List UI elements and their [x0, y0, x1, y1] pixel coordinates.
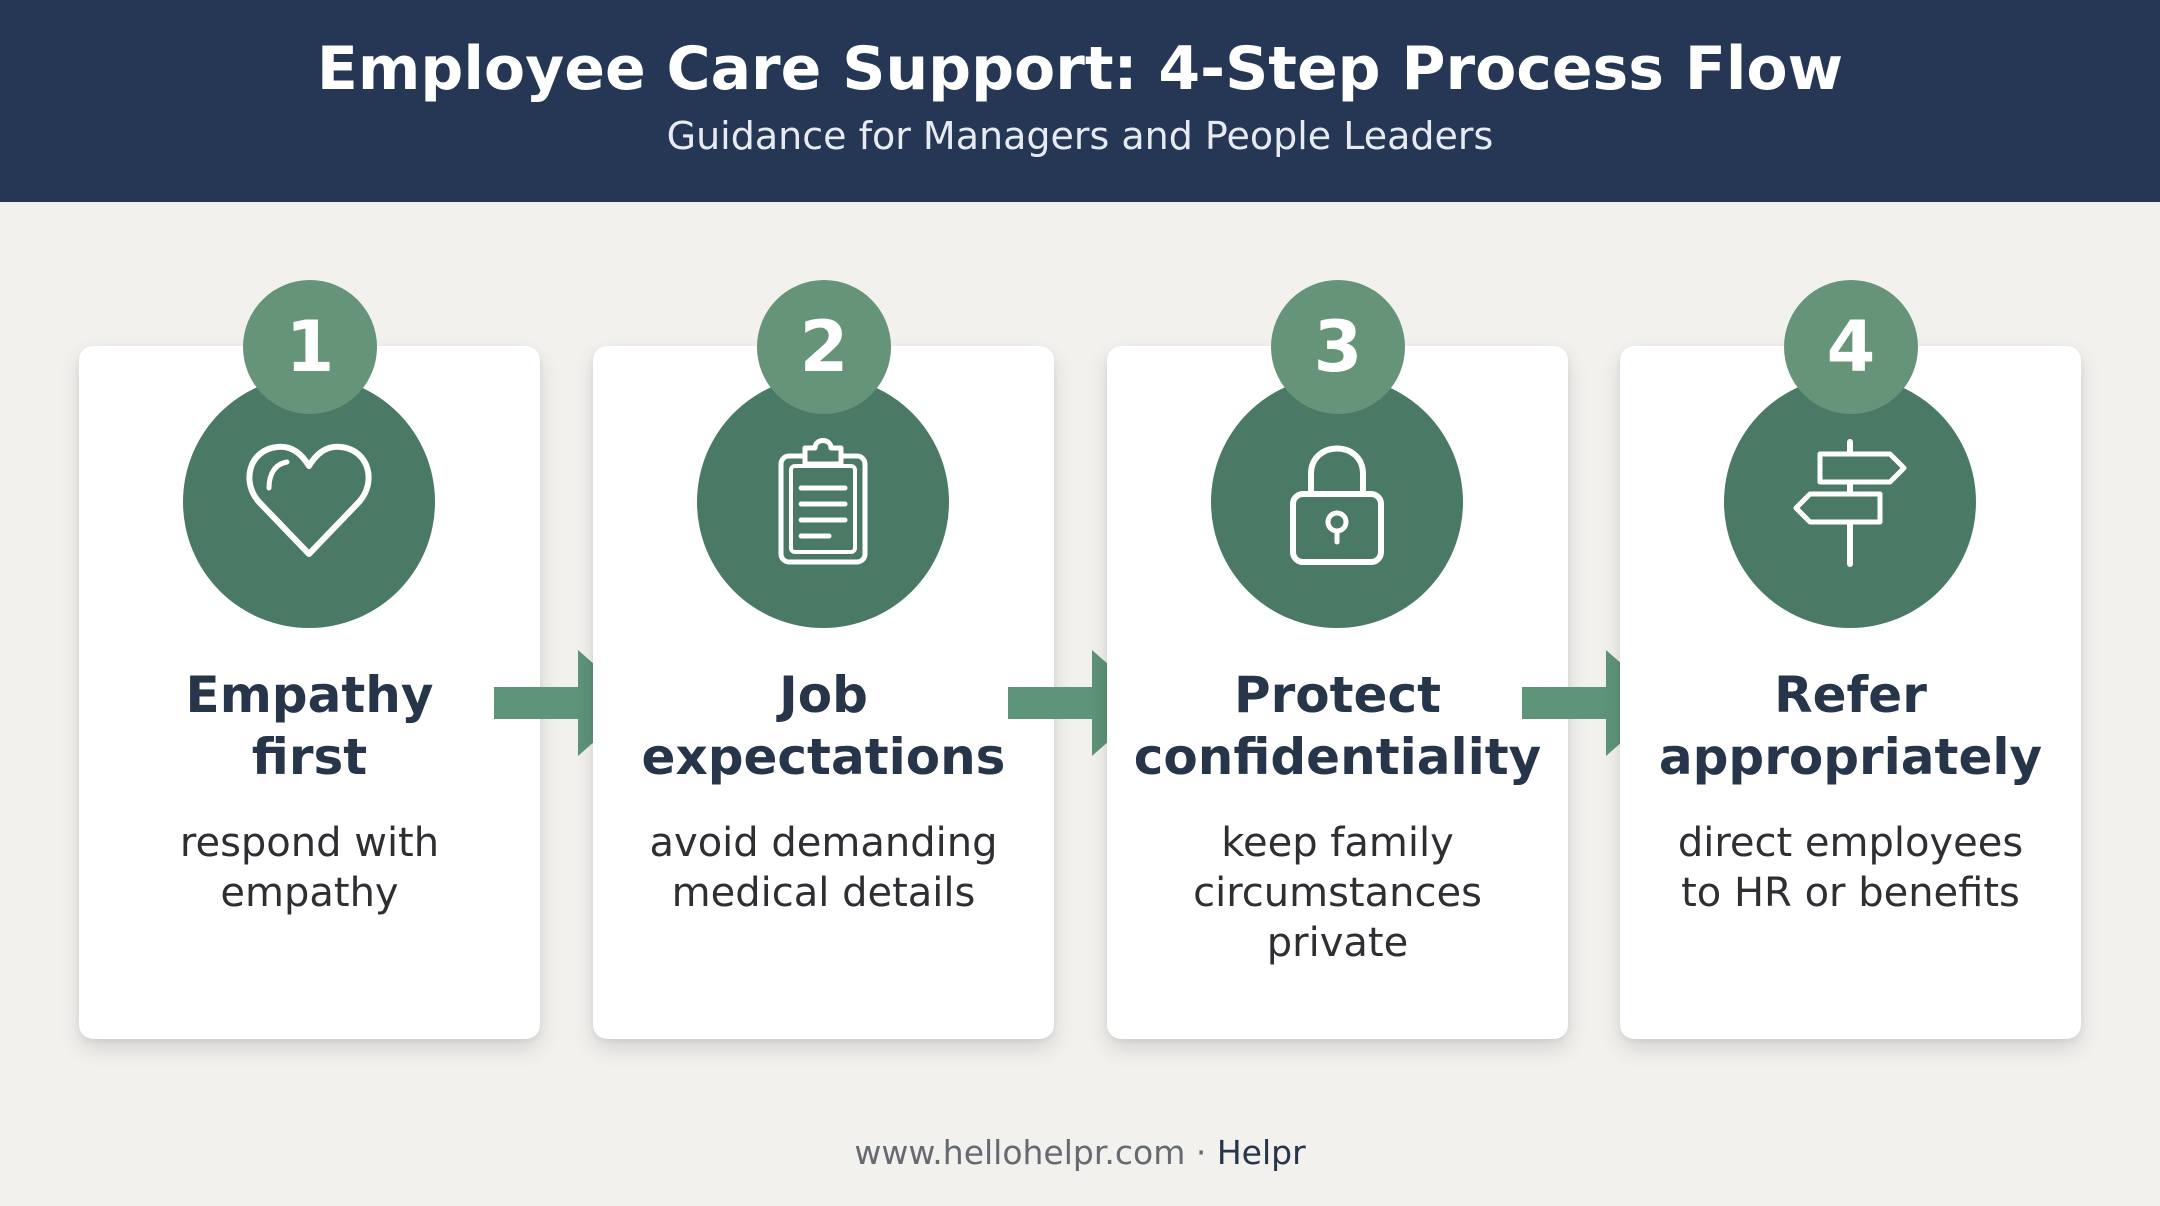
- step-4-description: direct employees to HR or benefits: [1620, 818, 2081, 918]
- step-2-desc-line2: medical details: [671, 870, 976, 916]
- step-2-title-line2: expectations: [641, 728, 1006, 786]
- step-3-icon-circle: [1211, 376, 1463, 628]
- step-4-desc-line1: direct employees: [1677, 820, 2024, 866]
- step-1-title-line1: Empathy: [185, 666, 434, 724]
- step-3-description: keep family circumstances private: [1107, 818, 1568, 968]
- clipboard-icon: [778, 438, 868, 565]
- signpost-icon: [1793, 439, 1907, 567]
- step-2-title-line1: Job: [779, 666, 868, 724]
- heart-icon: [246, 443, 372, 557]
- step-1-desc-line2: empathy: [220, 870, 399, 916]
- footer-url-link[interactable]: www.hellohelpr.com: [854, 1133, 1186, 1172]
- step-2-number-badge: 2: [757, 280, 891, 414]
- step-4-title-line1: Refer: [1774, 666, 1927, 724]
- step-2-icon-circle: [697, 376, 949, 628]
- step-3-desc-line3: private: [1266, 920, 1409, 966]
- page-title: Employee Care Support: 4-Step Process Fl…: [316, 34, 1844, 104]
- step-4-icon-circle: [1724, 376, 1976, 628]
- step-4-title-line2: appropriately: [1658, 728, 2043, 786]
- step-1-desc-line1: respond with: [179, 820, 440, 866]
- step-4-desc-line2: to HR or benefits: [1681, 870, 2020, 916]
- page-subtitle: Guidance for Managers and People Leaders: [666, 114, 1494, 158]
- step-3-number-badge: 3: [1271, 280, 1405, 414]
- footer-brand: Helpr: [1216, 1133, 1306, 1172]
- footer-separator: ·: [1185, 1133, 1217, 1172]
- footer: www.hellohelpr.com · Helpr: [0, 1133, 2160, 1172]
- step-3-title-line2: confidentiality: [1133, 728, 1542, 786]
- step-1-title: Empathy first: [79, 664, 540, 788]
- step-3-desc-line1: keep family: [1221, 820, 1454, 866]
- lock-icon: [1290, 445, 1384, 565]
- step-1-icon-circle: [183, 376, 435, 628]
- step-2-desc-line1: avoid demanding: [649, 820, 998, 866]
- step-2-description: avoid demanding medical details: [593, 818, 1054, 918]
- step-2-title: Job expectations: [593, 664, 1054, 788]
- step-4-title: Refer appropriately: [1620, 664, 2081, 788]
- step-4-number-badge: 4: [1784, 280, 1918, 414]
- step-1-description: respond with empathy: [79, 818, 540, 918]
- header-banner: Employee Care Support: 4-Step Process Fl…: [0, 0, 2160, 202]
- step-3-desc-line2: circumstances: [1193, 870, 1482, 916]
- step-1-title-line2: first: [251, 728, 368, 786]
- step-3-title: Protect confidentiality: [1107, 664, 1568, 788]
- step-3-title-line1: Protect: [1233, 666, 1441, 724]
- step-1-number-badge: 1: [243, 280, 377, 414]
